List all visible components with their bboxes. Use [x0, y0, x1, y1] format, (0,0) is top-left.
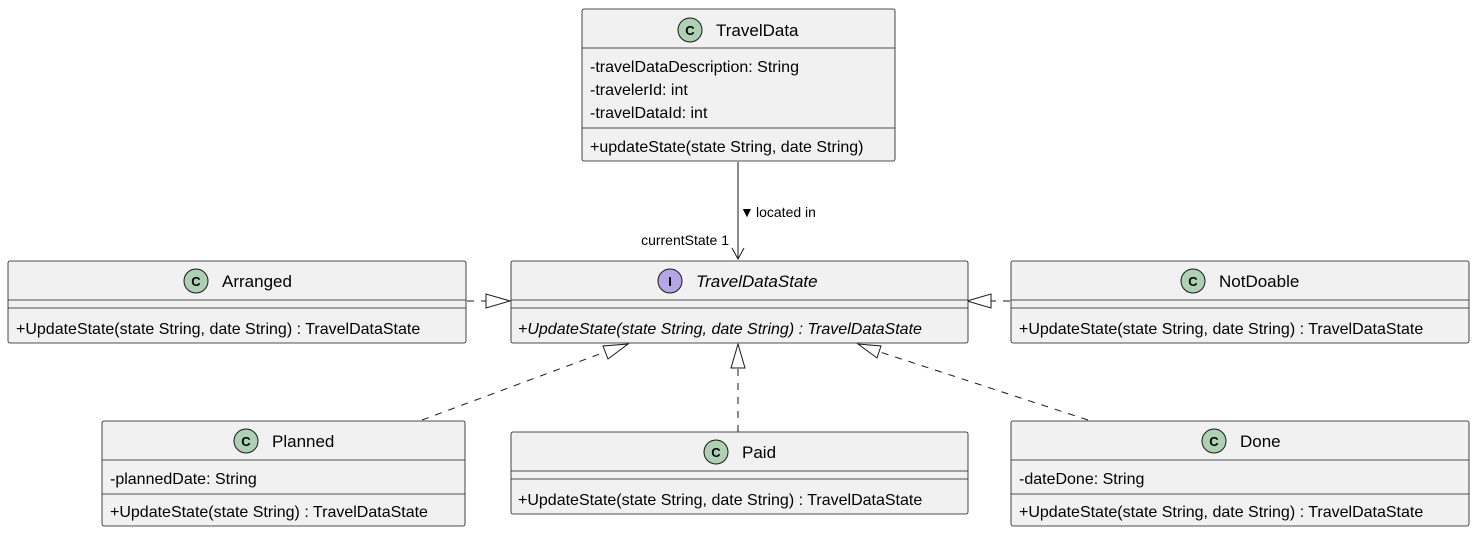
association-direction-glyph: ▼ [740, 204, 754, 220]
class-method: +UpdateState(state String, date String) … [1019, 504, 1423, 521]
class-title: Planned [272, 432, 334, 451]
interface-icon [657, 268, 683, 294]
class-arranged[interactable]: C Arranged +UpdateState(state String, da… [7, 260, 467, 344]
class-planned[interactable]: C Planned -plannedDate: String +UpdateSt… [101, 420, 466, 527]
association-label: located in [756, 204, 816, 220]
class-method: +updateState(state String, date String) [590, 139, 864, 156]
class-title: TravelData [716, 21, 799, 40]
class-travel-data[interactable]: C TravelData -travelDataDescription: Str… [581, 8, 896, 162]
class-not-doable[interactable]: C NotDoable +UpdateState(state String, d… [1010, 260, 1470, 344]
realization-paid [730, 342, 746, 432]
class-icon-letter: C [191, 274, 201, 289]
class-attribute: -dateDone: String [1019, 471, 1144, 488]
association-multiplicity: currentState 1 [641, 232, 729, 248]
class-icon [1201, 428, 1227, 454]
association-arrowhead [731, 247, 745, 261]
realization-planned [421, 343, 630, 421]
class-icon [1180, 268, 1206, 294]
class-icon [233, 428, 259, 454]
realization-done [856, 343, 1089, 421]
interface-travel-data-state[interactable]: I TravelDataState +UpdateState(state Str… [510, 260, 969, 344]
class-title: Arranged [222, 272, 292, 291]
class-icon [677, 17, 703, 43]
realization-line [421, 351, 606, 421]
class-attribute: -travelerId: int [590, 82, 688, 99]
class-attribute: -travelDataId: int [590, 105, 708, 122]
realization-line [879, 351, 1089, 421]
class-title: Done [1240, 432, 1281, 451]
realization-arranged [467, 293, 512, 309]
class-icon-letter: C [711, 445, 721, 460]
class-method: +UpdateState(state String) : TravelDataS… [110, 504, 428, 521]
realization-not-doable [965, 293, 1010, 309]
class-done[interactable]: C Done -dateDone: String +UpdateState(st… [1010, 420, 1470, 527]
class-title: NotDoable [1219, 272, 1299, 291]
class-icon-letter: C [1209, 434, 1219, 449]
class-attribute: -plannedDate: String [110, 471, 257, 488]
realization-triangle [602, 343, 630, 360]
realization-triangle [965, 293, 992, 309]
class-method: +UpdateState(state String, date String) … [1019, 321, 1423, 338]
class-icon [703, 439, 729, 465]
class-method: +UpdateState(state String, date String) … [16, 321, 420, 338]
association-located-in: ▼ located in currentState 1 [641, 162, 816, 261]
class-title: Paid [742, 443, 776, 462]
class-attribute: -travelDataDescription: String [590, 59, 799, 76]
interface-method: +UpdateState(state String, date String) … [518, 321, 922, 338]
interface-icon-letter: I [668, 274, 672, 289]
class-icon-letter: C [241, 434, 251, 449]
interface-title: TravelDataState [696, 272, 818, 291]
realization-triangle [730, 342, 746, 369]
class-paid[interactable]: C Paid +UpdateState(state String, date S… [510, 431, 969, 515]
realization-triangle [856, 343, 882, 359]
realization-triangle [485, 293, 512, 309]
class-icon [183, 268, 209, 294]
class-method: +UpdateState(state String, date String) … [518, 492, 922, 509]
class-icon-letter: C [685, 23, 695, 38]
class-icon-letter: C [1188, 274, 1198, 289]
